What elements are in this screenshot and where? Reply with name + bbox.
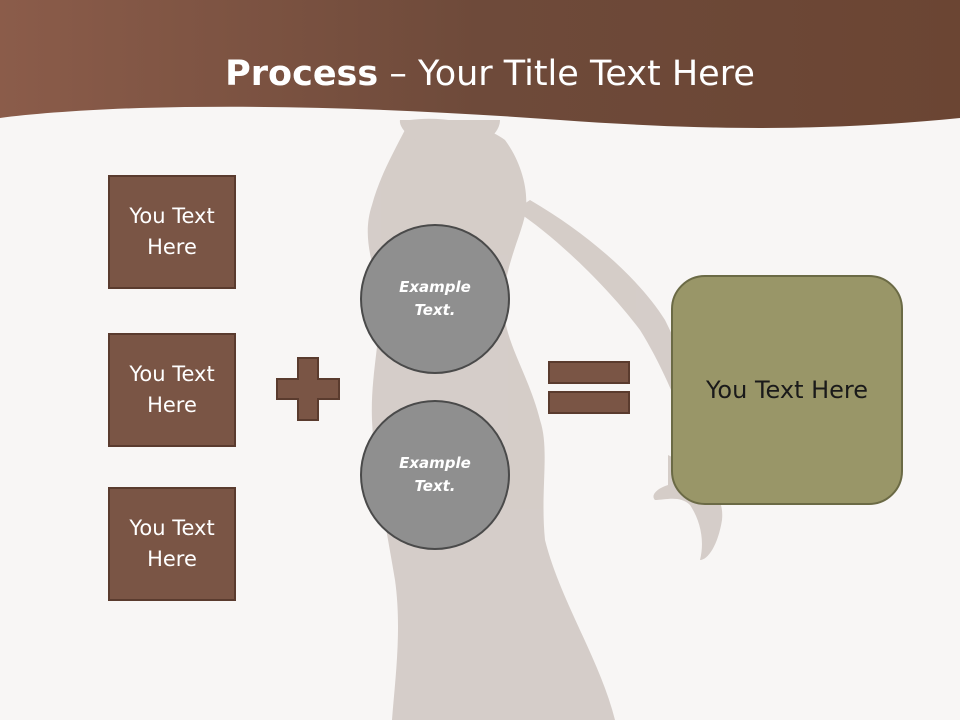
title-bold-part: Process (225, 54, 379, 94)
result-box: You Text Here (671, 275, 903, 505)
left-box-2: You Text Here (108, 333, 236, 447)
left-box-label: You Text Here (129, 204, 215, 259)
left-box-3: You Text Here (108, 487, 236, 601)
example-circle-2: Example Text. (360, 400, 510, 550)
example-circle-1: Example Text. (360, 224, 510, 374)
equals-icon (548, 361, 630, 414)
title-rest-part: – Your Title Text Here (378, 54, 755, 94)
slide-title: Process – Your Title Text Here (0, 52, 960, 96)
result-label: You Text Here (705, 376, 869, 404)
left-box-label: You Text Here (129, 362, 215, 417)
left-box-label: You Text Here (129, 516, 215, 571)
plus-icon (276, 357, 340, 421)
left-box-1: You Text Here (108, 175, 236, 289)
circle-label: Example Text. (399, 454, 471, 495)
header-banner (0, 0, 960, 128)
circle-label: Example Text. (399, 278, 471, 319)
